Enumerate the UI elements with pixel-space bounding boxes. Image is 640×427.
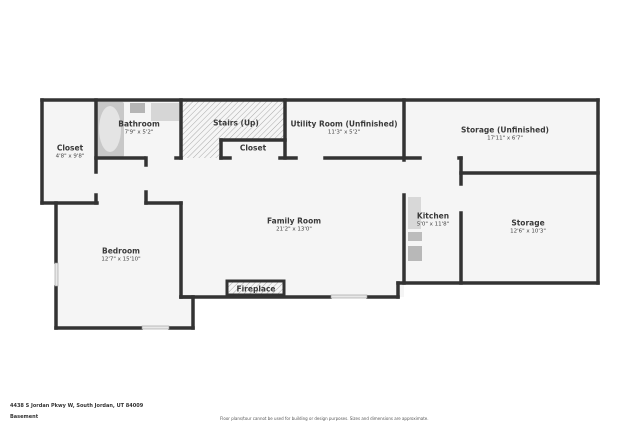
room-dimensions: 5'0" x 11'8" <box>416 221 450 228</box>
room-utility: Utility Room (Unfinished) 11'3" x 5'2" <box>291 120 398 137</box>
fixtures <box>97 102 422 261</box>
kitchen-counter <box>408 197 421 229</box>
floor-level: Basement <box>10 414 39 420</box>
room-name: Fireplace <box>236 284 276 294</box>
room-dimensions: 12'7" x 15'10" <box>101 256 141 263</box>
room-closet-left: Closet 4'8" x 9'8" <box>56 144 85 161</box>
fireplace <box>225 279 286 297</box>
room-name: Kitchen <box>416 211 450 221</box>
room-dimensions: 21'2" x 13'0" <box>276 226 312 233</box>
windows <box>54 262 368 330</box>
fireplace-label: Fireplace <box>236 285 275 294</box>
toilet-icon <box>130 103 145 113</box>
kitchen-stove-icon <box>408 246 422 261</box>
room-name: Bedroom <box>102 246 140 256</box>
sink-icon <box>151 103 179 121</box>
disclaimer: Floor plans/tour cannot be used for buil… <box>220 416 429 421</box>
room-closet-small: Closet <box>240 144 266 153</box>
room-family: Family Room 21'2" x 13'0" <box>267 217 321 234</box>
room-kitchen: Kitchen 5'0" x 11'8" <box>417 212 449 229</box>
room-name: Closet <box>56 143 84 153</box>
floor-bedroom-upper <box>96 158 146 203</box>
room-name: Closet <box>239 143 267 153</box>
room-bedroom: Bedroom 12'7" x 15'10" <box>101 247 140 264</box>
room-storage: Storage 12'6" x 10'3" <box>510 219 546 236</box>
floor-closet-left <box>43 101 96 203</box>
room-name: Bathroom <box>118 119 160 129</box>
floor-closet-small <box>221 140 285 158</box>
room-name: Utility Room (Unfinished) <box>290 119 398 129</box>
room-name: Storage <box>511 218 545 228</box>
room-dimensions: 17'11" x 6'7" <box>487 135 523 142</box>
room-name: Stairs (Up) <box>213 118 259 128</box>
walls <box>40 98 600 330</box>
room-dimensions: 11'3" x 5'2" <box>327 129 361 136</box>
room-name: Storage (Unfinished) <box>461 125 549 135</box>
room-stairs: Stairs (Up) <box>213 119 259 128</box>
kitchen-sink-icon <box>408 232 422 241</box>
bathtub-basin-icon <box>99 106 121 152</box>
floor-utility <box>285 101 404 158</box>
floor-storage <box>461 173 597 282</box>
room-dimensions: 4'8" x 9'8" <box>55 153 85 160</box>
floor-bedroom <box>56 203 192 327</box>
room-dimensions: 12'6" x 10'3" <box>510 228 546 235</box>
window-family-bottom <box>330 294 368 299</box>
room-bathroom: Bathroom 7'9" x 5'2" <box>118 120 160 137</box>
room-dimensions: 7'9" x 5'2" <box>124 129 154 136</box>
room-storage-unfinished: Storage (Unfinished) 17'11" x 6'7" <box>461 126 549 143</box>
room-name: Family Room <box>266 216 322 226</box>
window-bedroom-left <box>54 262 59 287</box>
property-address: 4438 S Jordan Pkwy W, South Jordan, UT 8… <box>10 403 144 409</box>
window-bedroom-bottom <box>141 325 170 330</box>
